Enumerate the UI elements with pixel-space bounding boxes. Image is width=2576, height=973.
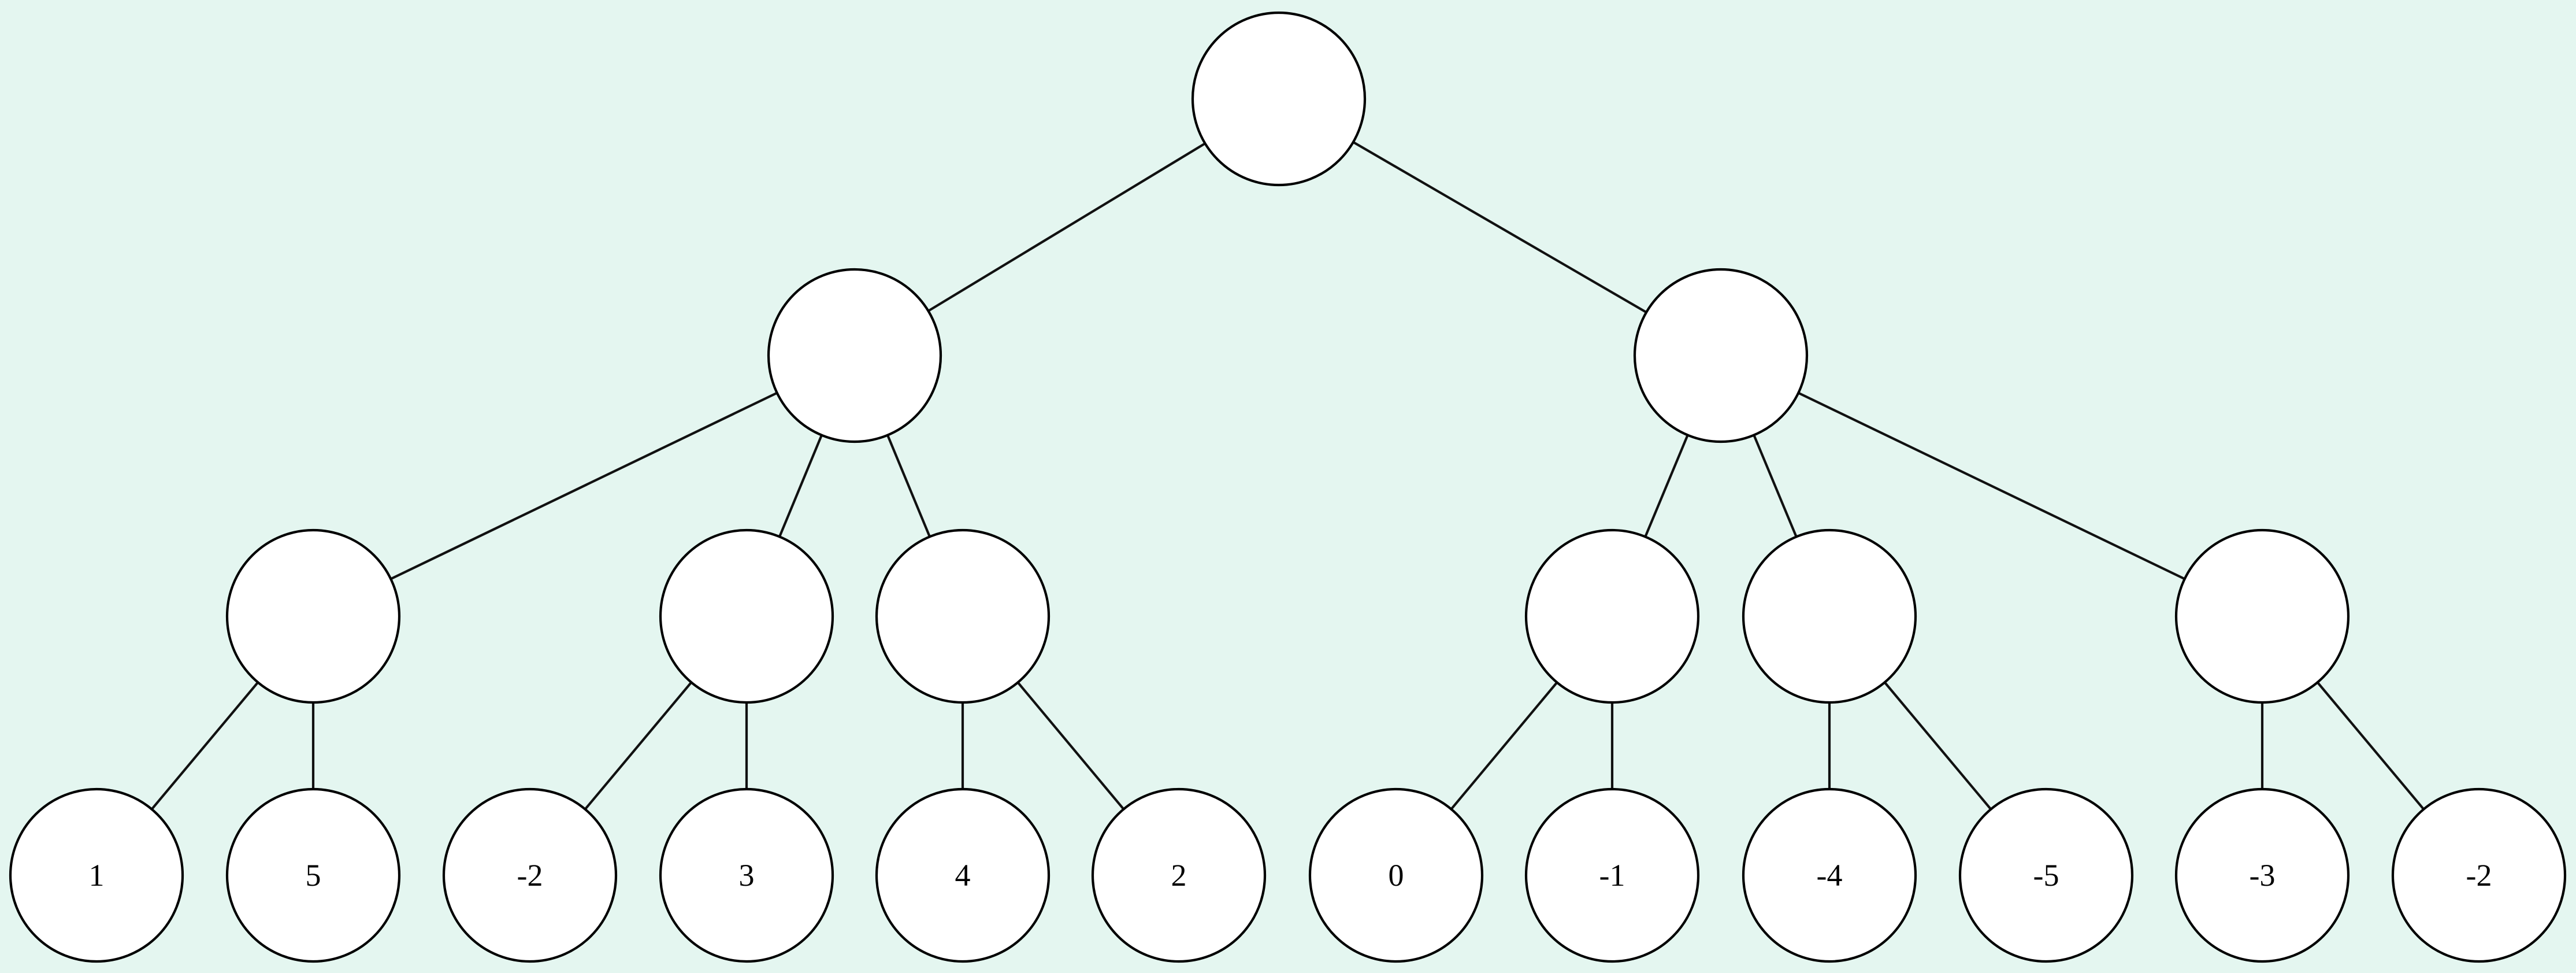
node-label: 2 [1171,858,1187,893]
node-circle [2391,787,2567,963]
node-circle [1524,528,1700,704]
node-circle [1742,787,1917,963]
node-circle [225,787,401,963]
tree-node [2174,528,2350,704]
node-label: -3 [2250,858,2276,893]
node-label: 5 [306,858,321,893]
node-circle [1742,528,1917,704]
leaf-node: -4 [1742,787,1917,963]
leaf-node: -1 [1524,787,1700,963]
tree-edge [584,681,692,811]
leaf-node: 5 [225,787,401,963]
tree-edge [1753,434,1798,538]
node-label: 0 [1389,858,1404,893]
node-label: -2 [2466,858,2492,893]
node-circle [225,528,401,704]
node-label: 1 [89,858,105,893]
node-circle [1091,787,1267,963]
leaf-node: 1 [9,787,184,963]
leaf-node: -5 [1958,787,2134,963]
tree-node [659,528,834,704]
leaf-node: -2 [2391,787,2567,963]
node-circle [659,528,834,704]
leaf-node: -3 [2174,787,2350,963]
tree-node [225,528,401,704]
node-circle [2174,787,2350,963]
node-label: -1 [1599,858,1625,893]
node-circle [1633,268,1809,443]
tree-edge [1798,391,2185,580]
node-circle [1524,787,1700,963]
tree-node [1633,268,1809,443]
node-circle [1308,787,1484,963]
node-label: -5 [2033,858,2059,893]
tree-edge [886,434,931,538]
tree-edges [151,140,2425,811]
tree-edge [1644,434,1689,538]
node-circle [875,528,1051,704]
tree-edge [1016,682,1125,810]
leaf-node: 3 [659,787,834,963]
node-circle [2174,528,2350,704]
leaf-node: 4 [875,787,1051,963]
tree-node [767,268,942,443]
tree-edge [927,142,1206,312]
node-circle [442,787,618,963]
tree-nodes: 1 5 -2 3 4 2 0 -1 -4 -5 -3 -2 [9,11,2567,963]
node-label: -4 [1817,858,1843,893]
node-label: 3 [739,858,755,893]
tree-node [1742,528,1917,704]
node-circle [1958,787,2134,963]
tree-edge [1450,682,1558,810]
tree-edge [778,434,823,538]
node-circle [1191,11,1367,187]
tree-node [875,528,1051,704]
node-circle [875,787,1051,963]
node-circle [767,268,942,443]
leaf-node: 2 [1091,787,1267,963]
tree-edge [2317,681,2425,811]
node-circle [9,787,184,963]
tree-edge [390,391,778,580]
node-label: 4 [955,858,971,893]
leaf-node: -2 [442,787,618,963]
node-circle [659,787,834,963]
root-node [1191,11,1367,187]
tree-edge [1884,681,1992,811]
tree-edge [1352,140,1647,314]
leaf-node: 0 [1308,787,1484,963]
node-label: -2 [517,858,543,893]
tree-edge [151,681,259,811]
tree-node [1524,528,1700,704]
